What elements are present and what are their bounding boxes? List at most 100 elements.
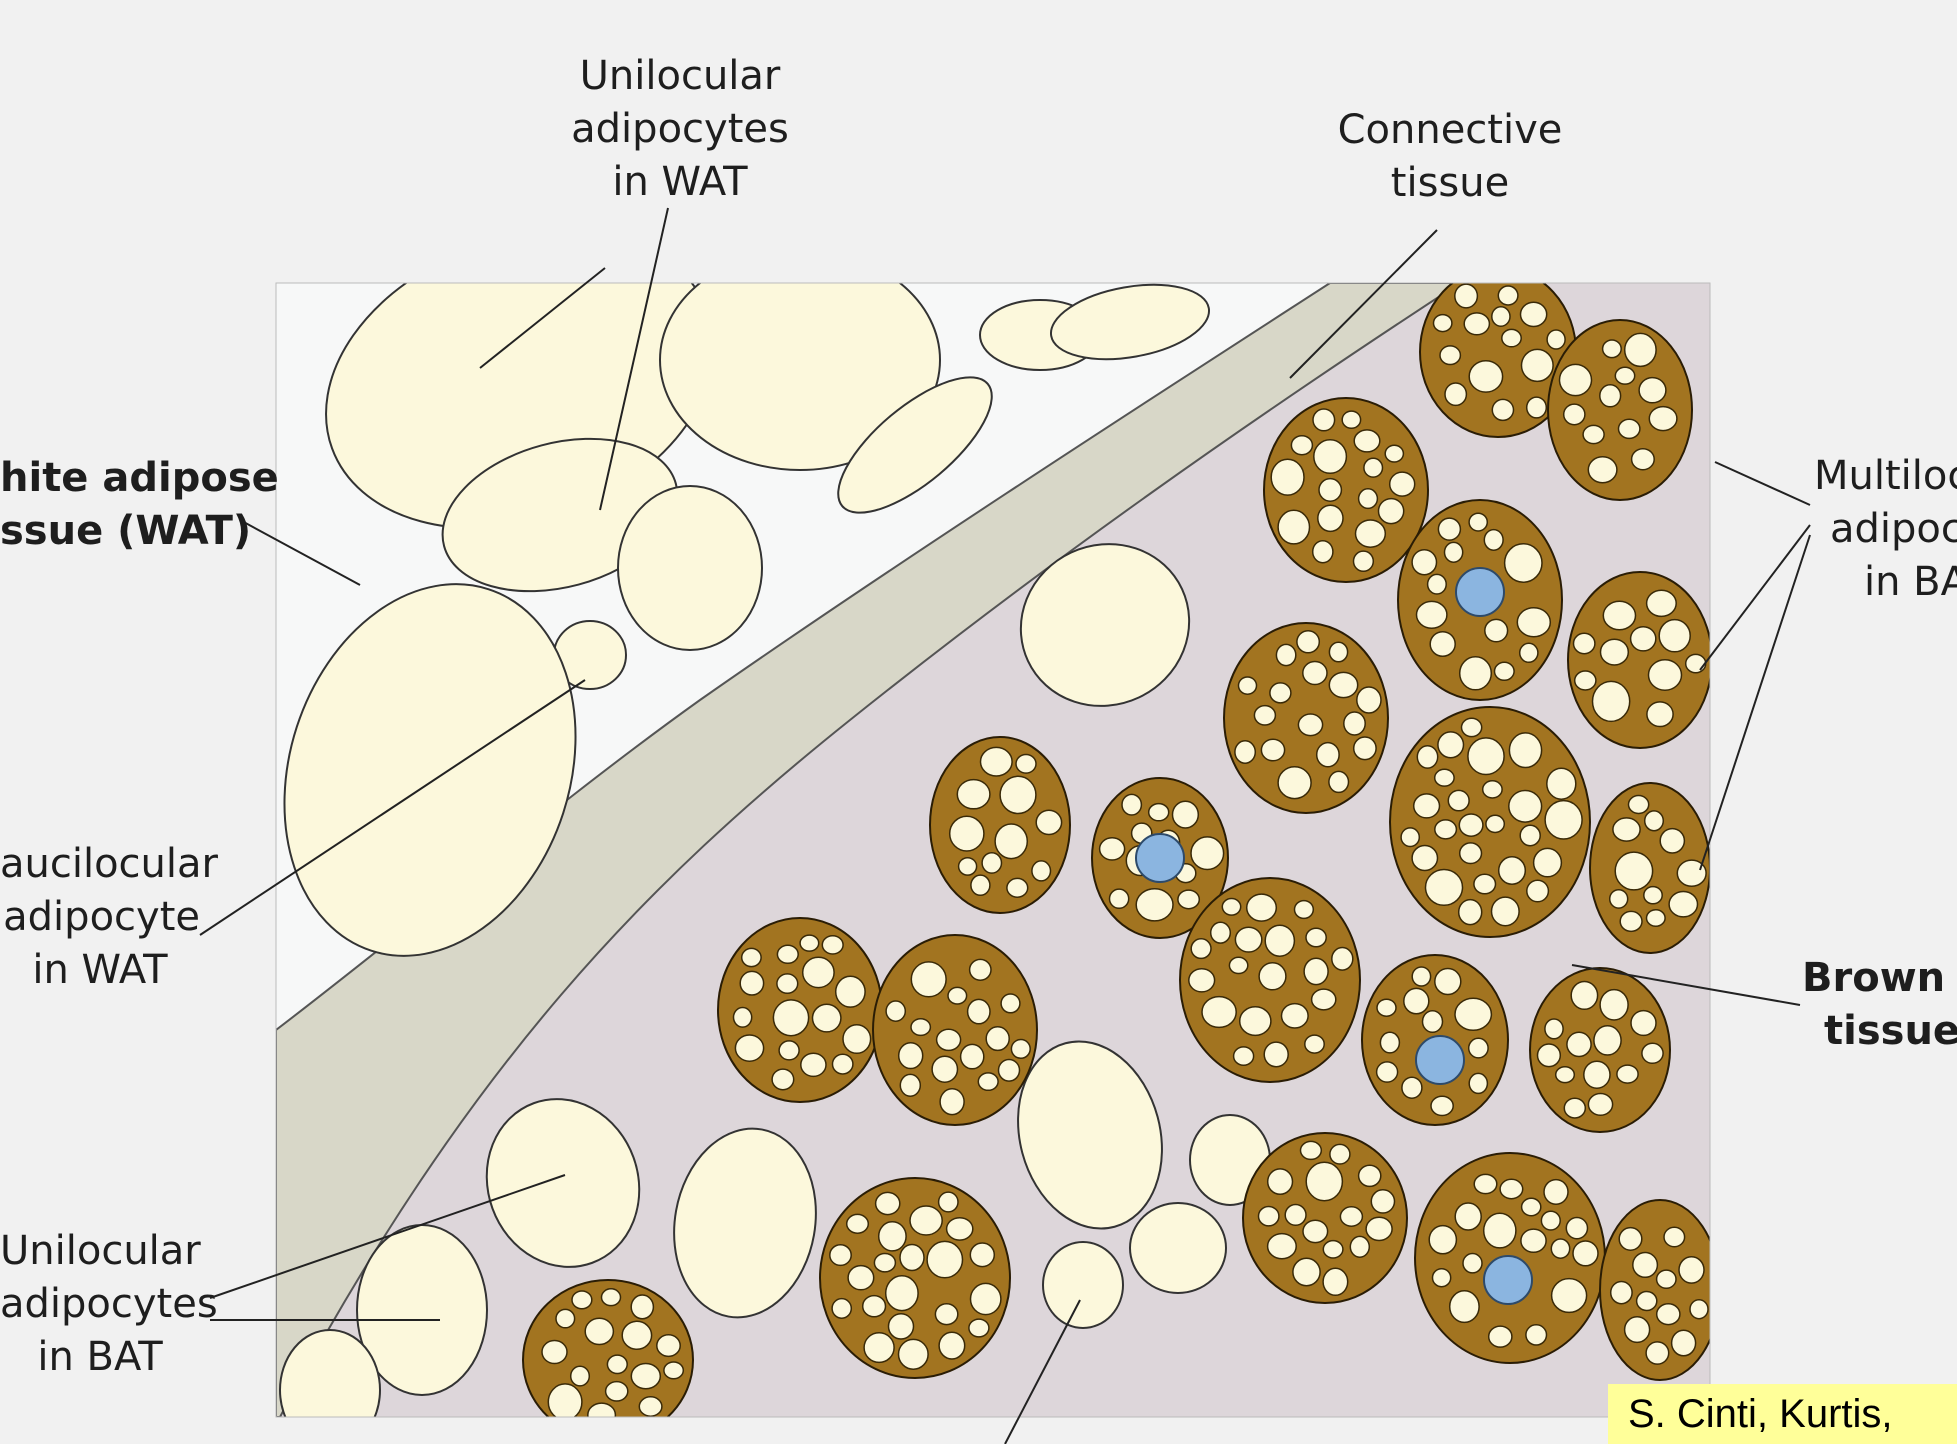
- lipid-droplet: [1317, 743, 1339, 767]
- lipid-droplet: [548, 1384, 582, 1420]
- lipid-droplet: [773, 1000, 808, 1036]
- brown-adipocyte: [930, 737, 1070, 913]
- lipid-droplet: [1329, 771, 1349, 792]
- lipid-droplet: [1312, 989, 1336, 1010]
- brown-adipocyte: [523, 1280, 693, 1440]
- lipid-droplet: [777, 945, 798, 963]
- lipid-droplet: [1517, 608, 1550, 637]
- lipid-droplet: [734, 1008, 752, 1028]
- lipid-droplet: [1620, 911, 1642, 931]
- lipid-droplet: [1417, 601, 1447, 628]
- lipid-droplet: [1323, 1268, 1348, 1295]
- lipid-droplet: [1690, 1300, 1708, 1319]
- lipid-droplet: [1545, 1019, 1563, 1039]
- lipid-droplet: [556, 1309, 575, 1327]
- lipid-droplet: [1489, 1326, 1512, 1347]
- lipid-droplet: [1474, 1174, 1497, 1193]
- lipid-droplet: [1191, 939, 1211, 959]
- lipid-droplet: [1610, 890, 1628, 908]
- lipid-droplet: [1629, 796, 1649, 814]
- lipid-droplet: [911, 1019, 930, 1036]
- lipid-droplet: [970, 959, 991, 980]
- lipid-droplet: [1423, 1011, 1443, 1033]
- brown-adipocyte: [1224, 623, 1388, 813]
- lipid-droplet: [1679, 1257, 1704, 1283]
- label-line: tissue (: [1802, 1005, 1957, 1058]
- lipid-droplet: [940, 1089, 964, 1115]
- lipid-droplet: [1547, 768, 1576, 799]
- lipid-droplet: [1520, 825, 1540, 845]
- lipid-droplet: [1189, 969, 1215, 992]
- lipid-droplet: [1642, 1043, 1663, 1063]
- lipid-droplet: [1462, 718, 1482, 736]
- lipid-droplet: [1657, 1304, 1680, 1325]
- lipid-droplet: [1366, 1217, 1392, 1240]
- lipid-droplet: [664, 1362, 683, 1379]
- lipid-droplet: [1412, 967, 1430, 986]
- lipid-droplet: [1202, 997, 1236, 1028]
- lipid-droplet: [1293, 1258, 1320, 1285]
- nucleus: [1456, 568, 1504, 616]
- lipid-droplet: [1649, 660, 1682, 690]
- lipid-droplet: [1110, 889, 1129, 908]
- lipid-droplet: [1483, 781, 1502, 798]
- lipid-droplet: [1357, 687, 1381, 713]
- lipid-droplet: [1254, 706, 1275, 725]
- lipid-droplet: [1631, 1011, 1656, 1036]
- lipid-droplet: [1318, 505, 1343, 531]
- lipid-droplet: [1534, 848, 1562, 876]
- lipid-droplet: [1313, 409, 1335, 431]
- lipid-droplet: [899, 1339, 929, 1369]
- lipid-droplet: [602, 1289, 621, 1306]
- lipid-droplet: [1601, 639, 1629, 665]
- lipid-droplet: [1566, 1218, 1587, 1239]
- lipid-droplet: [1603, 601, 1635, 630]
- lipid-droplet: [1412, 846, 1437, 871]
- lipid-droplet: [1505, 544, 1542, 582]
- lipid-droplet: [1459, 900, 1482, 925]
- lipid-droplet: [1625, 1317, 1650, 1343]
- lipid-droplet: [1282, 1004, 1309, 1028]
- lipid-droplet: [886, 1276, 918, 1311]
- lipid-droplet: [1552, 1279, 1587, 1313]
- lipid-droplet: [1380, 1032, 1399, 1053]
- lipid-droplet: [879, 1222, 906, 1251]
- lipid-droplet: [1295, 901, 1314, 919]
- lipid-droplet: [1340, 1207, 1362, 1226]
- lipid-droplet: [1438, 732, 1464, 758]
- lipid-droplet: [572, 1291, 592, 1309]
- lipid-droplet: [1329, 642, 1347, 662]
- lipid-droplet: [970, 1243, 994, 1267]
- brown-adipocyte: [820, 1178, 1010, 1378]
- lipid-droplet: [1564, 1098, 1585, 1118]
- lipid-droplet: [961, 1044, 984, 1068]
- lipid-droplet: [1485, 619, 1508, 641]
- lipid-droplet: [948, 987, 967, 1004]
- lipid-droplet: [1173, 801, 1199, 828]
- lipid-droplet: [622, 1321, 651, 1349]
- label-unilocular-wat: Unilocular adipocytes in WAT: [560, 50, 800, 209]
- lipid-droplet: [1492, 399, 1513, 420]
- lipid-droplet: [1306, 1162, 1342, 1201]
- brown-adipocyte: [1530, 968, 1670, 1132]
- lipid-droplet: [1036, 810, 1061, 834]
- lipid-droplet: [939, 1332, 965, 1359]
- lipid-droplet: [1032, 861, 1051, 881]
- lipid-droplet: [847, 1214, 869, 1233]
- lipid-droplet: [1247, 894, 1277, 921]
- lipid-droplet: [803, 957, 834, 987]
- lipid-droplet: [1313, 541, 1333, 563]
- lipid-droplet: [735, 1035, 763, 1061]
- lipid-droplet: [1594, 1026, 1621, 1055]
- nucleus: [1416, 1036, 1464, 1084]
- lipid-droplet: [1669, 892, 1697, 917]
- lipid-droplet: [1306, 928, 1326, 947]
- lipid-droplet: [1544, 1180, 1568, 1205]
- label-multilocular-adipocytes: Multiloc adipocy in BA: [1814, 450, 1957, 609]
- lipid-droplet: [1571, 982, 1597, 1010]
- lipid-droplet: [1619, 419, 1640, 438]
- histology-panel: [238, 180, 1720, 1444]
- lipid-droplet: [1545, 801, 1582, 839]
- lipid-droplet: [1567, 1032, 1591, 1056]
- lipid-droplet: [1377, 1062, 1398, 1082]
